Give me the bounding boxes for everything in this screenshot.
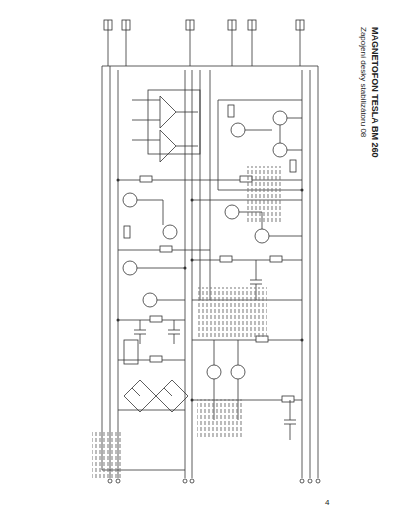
- caption: Zapojení desky stabilizátoru 08: [359, 26, 368, 138]
- title: MAGNETOFON TESLA BM 260: [370, 26, 380, 159]
- page-number: 4: [324, 498, 330, 507]
